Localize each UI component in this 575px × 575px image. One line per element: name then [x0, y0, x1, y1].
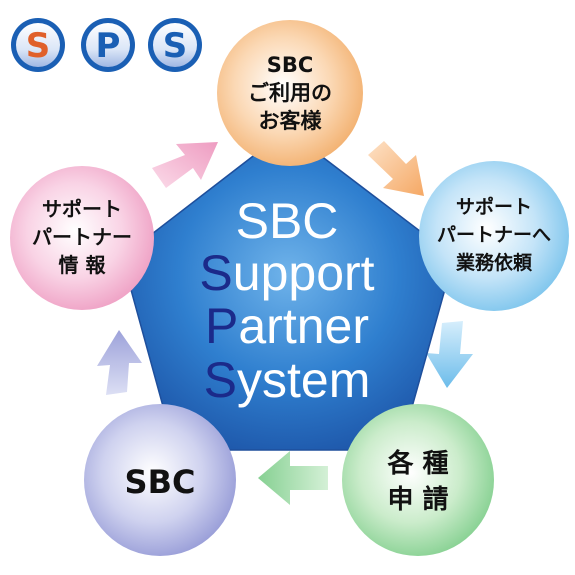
- node-application: 各 種 申 請: [342, 404, 494, 556]
- node-info-line-3: 情 報: [59, 253, 107, 277]
- node-customer-line-1: SBC: [267, 53, 314, 77]
- arrow-request-to-application: [426, 321, 473, 388]
- logo-letter-1: S: [26, 26, 51, 66]
- node-request-line-1: サポート: [456, 195, 532, 218]
- node-customer-line-3: お客様: [259, 109, 323, 133]
- center-title: SBC Support Partner System: [199, 193, 374, 408]
- center-line-partner: Partner: [205, 298, 369, 354]
- center-line-sbc: SBC: [236, 193, 339, 249]
- logo-letter-2: P: [96, 26, 121, 66]
- node-application-line-1: 各 種: [386, 448, 448, 479]
- arrow-info-to-customer: [152, 142, 218, 188]
- node-customer: SBC ご利用の お客様: [217, 20, 363, 166]
- node-request-line-2: パートナーへ: [437, 224, 551, 246]
- node-request: サポート パートナーへ 業務依頼: [419, 161, 569, 311]
- node-sbc: SBC: [84, 404, 236, 556]
- node-customer-line-2: ご利用の: [248, 81, 332, 105]
- node-info-line-2: パートナー: [32, 225, 132, 249]
- node-info: サポート パートナー 情 報: [10, 166, 154, 310]
- sps-logo: S P S: [11, 18, 202, 72]
- center-line-support: Support: [199, 245, 374, 301]
- node-sbc-line-1: SBC: [125, 463, 196, 501]
- node-application-line-2: 申 請: [387, 484, 448, 515]
- arrow-application-to-sbc: [258, 451, 328, 505]
- arrow-sbc-to-info: [97, 330, 142, 395]
- node-info-line-1: サポート: [42, 197, 122, 221]
- logo-letter-3: S: [163, 26, 188, 66]
- node-request-line-3: 業務依頼: [455, 251, 533, 274]
- center-line-system: System: [204, 352, 371, 408]
- arrow-customer-to-request: [368, 141, 424, 196]
